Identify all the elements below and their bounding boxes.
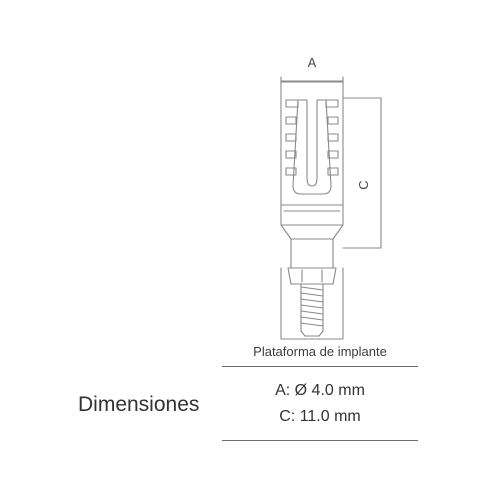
table-divider-bottom [222, 440, 418, 441]
retention-grooves-right [325, 99, 339, 176]
hex-connection [287, 238, 337, 285]
dimension-c-value: C: 11.0 mm [279, 408, 361, 425]
abutment-body [280, 81, 344, 240]
table-divider-top [222, 366, 418, 367]
label-c: C [356, 180, 371, 189]
dimensions-title: Dimensiones [78, 393, 200, 416]
label-a: A [308, 55, 317, 70]
dimensions-values: A: Ø 4.0 mm C: 11.0 mm [222, 378, 418, 430]
retention-grooves-left [285, 99, 299, 176]
platform-label: Plataforma de implante [253, 344, 387, 359]
dimension-a [280, 76, 344, 85]
threaded-screw [280, 267, 344, 340]
dimension-a-value: A: Ø 4.0 mm [275, 382, 365, 399]
internal-channel [292, 99, 332, 195]
implant-abutment-drawing: A C [280, 55, 382, 340]
dimension-c [342, 97, 382, 249]
